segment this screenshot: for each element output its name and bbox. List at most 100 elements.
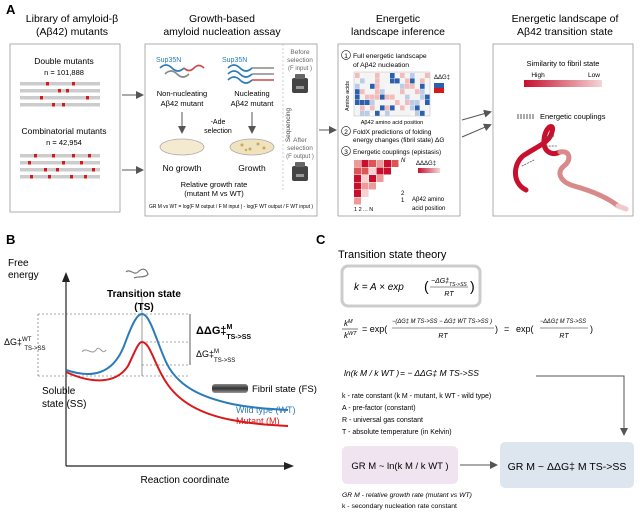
coupling-cell (354, 160, 361, 167)
arrow-inference-to-landscape-1 (461, 109, 492, 121)
heatmap-cell (355, 73, 360, 78)
heatmap-cell (390, 78, 395, 84)
heatmap-cell (365, 100, 370, 105)
gr-result-box (500, 442, 634, 488)
dddg-legend-bar (418, 168, 440, 173)
heatmap-cell (375, 89, 380, 95)
heatmap-cell (370, 110, 375, 116)
heatmap-cell (410, 100, 415, 105)
coupling-n-top: N (401, 158, 406, 164)
heatmap-cell (425, 78, 430, 84)
heatmap-cell (380, 89, 385, 95)
step2-badge (341, 126, 351, 136)
heatmap-cell (370, 78, 375, 84)
after-selection-2: selection (287, 145, 313, 152)
similarity-high: High (531, 72, 545, 79)
coupling-cell (354, 175, 361, 182)
ddg-legend-label: ΔΔG‡ (434, 75, 450, 81)
dddg-legend-label: ΔΔΔG‡ (416, 161, 436, 167)
relative-growth-2: (mutant M vs WT) (184, 189, 244, 198)
selection-label-1: -Ade (211, 119, 226, 126)
transition-state-abbr: (TS) (134, 302, 153, 313)
coupling-cell (369, 182, 376, 190)
sequencer-icon-after (292, 162, 308, 181)
inference-box (337, 43, 461, 217)
arrow-inference-to-landscape-2 (461, 123, 492, 138)
eq2-denominator: RT (438, 333, 448, 340)
heatmap-cell (425, 94, 430, 100)
eq1-paren-close: ) (470, 278, 475, 294)
sequencer-icon-before (292, 74, 308, 93)
heatmap-cell (405, 94, 410, 100)
inference-title-2: landscape inference (351, 26, 445, 38)
heatmap-cell (365, 110, 370, 116)
nonnucleating-label-1: Non-nucleating (157, 89, 207, 98)
growth-label: Growth (238, 163, 266, 173)
relative-growth-1: Relative growth rate (181, 180, 248, 189)
heatmap-cell (370, 105, 375, 111)
heatmap-cell (360, 100, 365, 105)
eq2-mid: = exp( (362, 324, 387, 334)
step3-title: Energetic couplings (epistasis) (353, 149, 441, 156)
heatmap-cell (395, 78, 400, 84)
eq3-lhs: ln(k M / k WT ) (344, 368, 399, 378)
heatmap-cell (415, 100, 420, 105)
heatmap-cell (425, 73, 430, 78)
heatmap-cell (395, 100, 400, 105)
heatmap-cell (420, 83, 425, 89)
assay-title-2: amyloid nucleation assay (163, 26, 281, 38)
sequencing-label: Sequencing (285, 107, 292, 142)
heatmap-cell (390, 73, 395, 78)
heatmap-cell (370, 89, 375, 95)
eq2-lhs-den: kWT (344, 331, 357, 340)
coupling-axis-bottom: 1 2 ... N (354, 207, 373, 213)
coupling-two: 2 (401, 191, 405, 197)
heatmap-cell (360, 89, 365, 95)
coupling-cell (369, 175, 376, 182)
eq3-rhs: = − ΔΔG‡ M TS->SS (400, 368, 479, 378)
mutant-curve (65, 340, 289, 427)
gr-ln-text: GR M ~ ln(k M / k WT ) (351, 461, 448, 472)
growth-rate-formula: GR M vs WT = log(F M output / F M input … (149, 204, 313, 210)
heatmap-cell (380, 94, 385, 100)
coupling-cell (361, 175, 369, 182)
footnote-gr: GR M - relative growth rate (mutant vs W… (342, 492, 472, 499)
heatmap-cell (405, 100, 410, 105)
similarity-gradient-bar (524, 80, 602, 87)
eq2-rhs-denominator: RT (559, 333, 569, 340)
coupling-heatmap-cells (354, 160, 399, 205)
heatmap-cell (415, 73, 420, 78)
after-selection-3: (F output ) (286, 154, 314, 160)
wild-type-curve (65, 312, 289, 411)
heatmap-cell (420, 110, 425, 116)
eq1-paren-open: ( (424, 278, 429, 294)
heatmap-cell (380, 100, 385, 105)
heatmap-cell (375, 83, 380, 89)
sup35n-left: Sup35N (156, 57, 181, 64)
heatmap-cell (370, 94, 375, 100)
heatmap-cell (420, 78, 425, 84)
heatmap-cell (375, 73, 380, 78)
before-selection-2: selection (287, 57, 313, 64)
coupling-cell (391, 160, 399, 167)
gr-result-text: GR M ~ ΔΔG‡ M TS->SS (508, 461, 627, 473)
after-selection-1: After (293, 137, 308, 144)
heatmap-cell (355, 83, 360, 89)
transition-state-structure (513, 123, 629, 212)
eq2-rhs: exp( (516, 324, 534, 334)
heatmap-cell (415, 105, 420, 111)
heatmap-cell (360, 105, 365, 111)
step3-number: 3 (344, 149, 348, 156)
heatmap-cell (420, 89, 425, 95)
assay-box (144, 43, 318, 217)
arrow-eq3-to-result (536, 375, 628, 436)
coupling-cell (361, 182, 369, 190)
eq2-rhs-close: ) (590, 324, 593, 334)
heatmap-cell (420, 94, 425, 100)
couplings-label: Energetic couplings (540, 112, 606, 121)
eq2-numerator: −(ΔG‡ M TS->SS − ΔG‡ WT TS->SS ) (392, 319, 492, 325)
library-title-2: (Aβ42) mutants (36, 26, 108, 38)
eq1-lhs: k = A × exp (354, 282, 404, 293)
